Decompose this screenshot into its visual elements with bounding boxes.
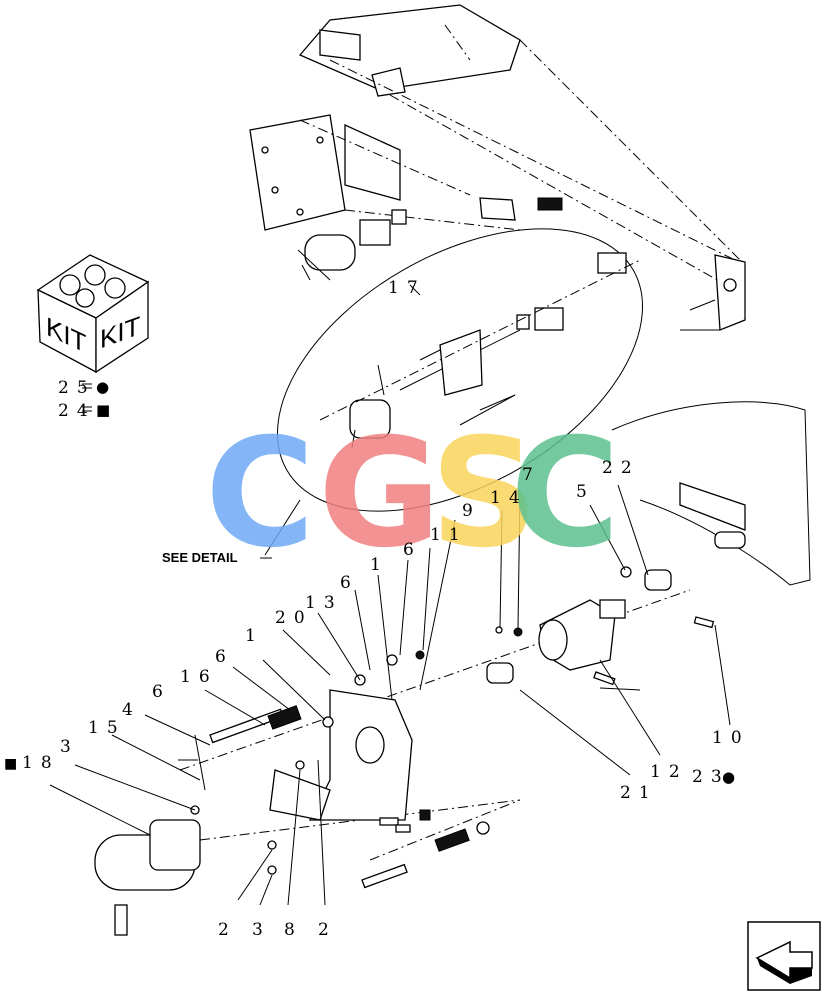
callout-12: 12 (650, 762, 688, 782)
detail-parts (319, 252, 641, 449)
callout-23: 23 (692, 767, 730, 787)
callout-4: 4 (122, 700, 141, 720)
callout-13: 13 (305, 593, 343, 613)
callout-11: 11 (430, 525, 468, 545)
callout-7: 7 (522, 465, 541, 485)
callout-2a: 2 (218, 920, 237, 940)
callout-3a: 3 (60, 737, 79, 757)
callout-5: 5 (576, 482, 595, 502)
upper-motor (297, 209, 407, 281)
legend-ref-24: 24 (58, 401, 96, 421)
pump-motor (94, 819, 201, 936)
watermark-letter-s: S (430, 407, 538, 581)
callout-17: 17 (388, 278, 426, 298)
gearbox (538, 599, 626, 671)
tractor-frame (249, 4, 746, 331)
callout-1a: 1 (370, 555, 389, 575)
see-detail-label: SEE DETAIL (162, 550, 238, 565)
callout-1b: 1 (245, 626, 264, 646)
legend-ref-25: 25 (58, 378, 96, 398)
watermark-letter-c1: C (205, 407, 315, 581)
callout-18: 18 (22, 753, 60, 773)
kit-box-icon: KIT KIT (36, 254, 150, 374)
callout-8: 8 (284, 920, 303, 940)
callout-15: 15 (88, 718, 126, 738)
legend-symbol-circle: ● (96, 378, 109, 396)
callout-22: 22 (602, 458, 640, 478)
callout-6d: 6 (152, 682, 171, 702)
callout-6a: 6 (403, 540, 422, 560)
detail-ellipse (277, 228, 643, 512)
next-page-arrow-icon[interactable] (747, 921, 821, 991)
callouts: 17 22 5 7 14 9 11 6 1 6 13 20 1 6 16 6 4… (4, 278, 750, 940)
legend: 25 ● 24 ■ (58, 378, 110, 421)
callout-14: 14 (490, 488, 528, 508)
callout-3b: 3 (252, 920, 271, 940)
callout-16: 16 (180, 667, 218, 687)
cgsc-watermark: C G S C (205, 407, 620, 581)
lower-assembly (49, 484, 731, 936)
callout-9: 9 (462, 501, 481, 521)
watermark-letter-g: G (318, 407, 441, 581)
callout-2b: 2 (318, 920, 337, 940)
legend-symbol-square: ■ (96, 401, 110, 419)
callout-21: 21 (620, 783, 658, 803)
callout-6b: 6 (340, 573, 359, 593)
callout-18-symbol: ■ (4, 756, 17, 772)
callout-20: 20 (275, 608, 313, 628)
fender-panel (611, 401, 811, 586)
callout-10: 10 (712, 728, 750, 748)
callout-6c: 6 (215, 647, 234, 667)
watermark-letter-c2: C (510, 407, 620, 581)
callout-23-symbol: ● (722, 768, 735, 786)
